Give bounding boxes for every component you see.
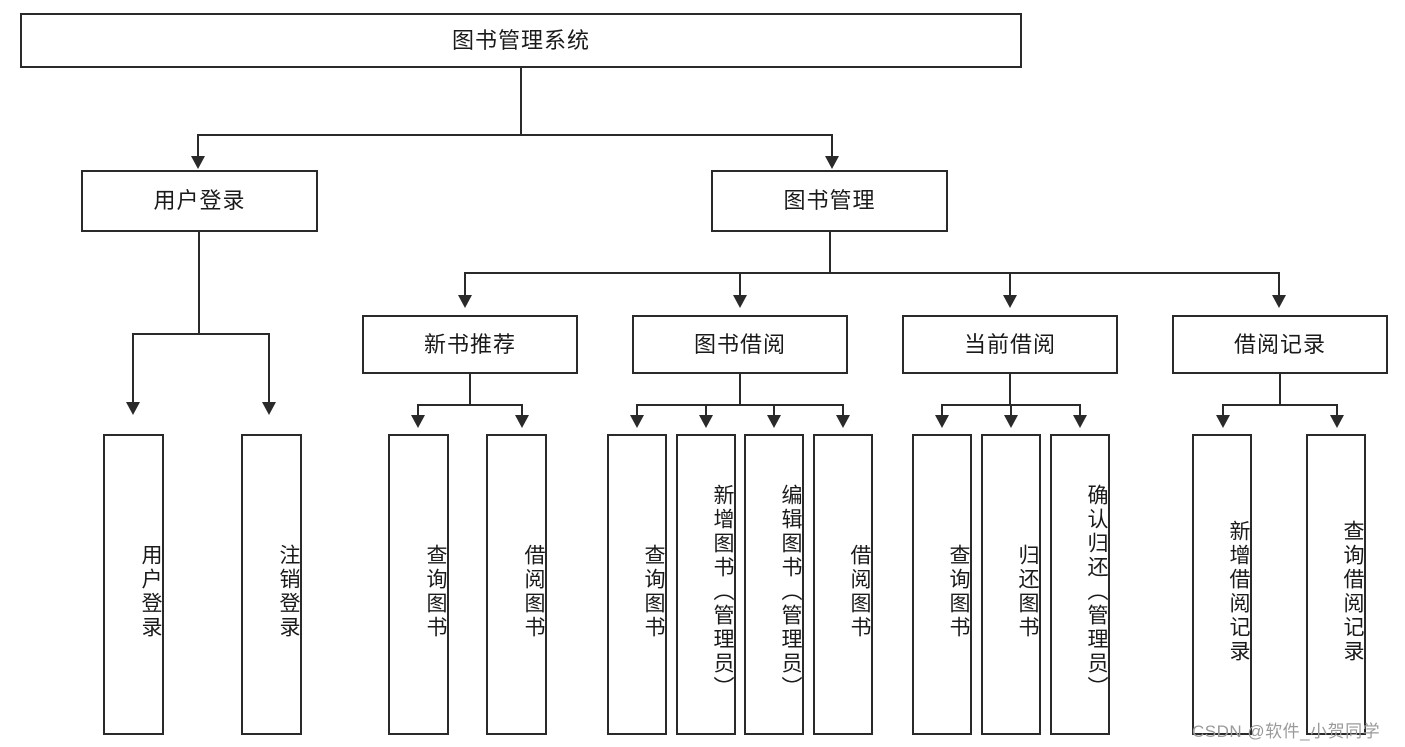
leaf-user-login-logout[interactable]: 注销登录 — [241, 434, 302, 735]
node-root-system[interactable]: 图书管理系统 — [20, 13, 1022, 68]
edge-new-book-to-leaf-2 — [521, 404, 523, 418]
edge-new-book-stem — [469, 374, 471, 406]
edge-borrow-record-to-leaf-1 — [1222, 404, 1224, 418]
edge-current-borrow-to-leaf-3 — [1079, 404, 1081, 418]
arrowhead-book-borrow-leaf-3 — [767, 415, 781, 428]
node-label: 用户登录 — [139, 543, 162, 640]
node-label: 确认归还（管理员） — [1085, 483, 1108, 700]
edge-book-borrow-stem — [739, 374, 741, 406]
edge-book-mgmt-to-current-borrow — [1009, 272, 1011, 298]
arrowhead-root-to-user-login — [191, 156, 205, 169]
node-label: 注销登录 — [277, 543, 300, 640]
edge-current-borrow-to-leaf-1 — [941, 404, 943, 418]
arrowhead-book-mgmt-new-book — [458, 295, 472, 308]
leaf-current-borrow-confirm-admin[interactable]: 确认归还（管理员） — [1050, 434, 1110, 735]
arrowhead-root-to-book-mgmt — [825, 156, 839, 169]
edge-root-to-book-mgmt — [831, 134, 833, 159]
arrowhead-book-borrow-leaf-2 — [699, 415, 713, 428]
node-label: 新增借阅记录 — [1227, 519, 1250, 664]
edge-book-borrow-to-leaf-4 — [842, 404, 844, 418]
edge-user-login-to-leaf-1 — [132, 333, 134, 405]
arrowhead-current-borrow-leaf-1 — [935, 415, 949, 428]
edge-user-login-bus — [132, 333, 268, 335]
edge-user-login-stem — [198, 232, 200, 335]
node-label: 借阅图书 — [522, 543, 545, 640]
leaf-user-login-login[interactable]: 用户登录 — [103, 434, 164, 735]
node-label: 用户登录 — [153, 188, 246, 214]
leaf-book-borrow-add-admin[interactable]: 新增图书（管理员） — [676, 434, 736, 735]
edge-book-borrow-bus — [636, 404, 844, 406]
edge-borrow-record-stem — [1279, 374, 1281, 406]
node-label: 新增图书（管理员） — [711, 483, 734, 700]
node-label: 图书管理系统 — [451, 27, 590, 53]
arrowhead-new-book-leaf-1 — [411, 415, 425, 428]
node-label: 编辑图书（管理员） — [779, 483, 802, 700]
edge-book-mgmt-to-new-book — [464, 272, 466, 298]
edge-new-book-bus — [417, 404, 523, 406]
leaf-borrow-record-add[interactable]: 新增借阅记录 — [1192, 434, 1252, 735]
leaf-new-book-query[interactable]: 查询图书 — [388, 434, 449, 735]
arrowhead-book-borrow-leaf-4 — [836, 415, 850, 428]
edge-root-bus — [197, 134, 833, 136]
leaf-book-borrow-borrow[interactable]: 借阅图书 — [813, 434, 873, 735]
leaf-book-borrow-query[interactable]: 查询图书 — [607, 434, 667, 735]
arrowhead-user-login-leaf-2 — [262, 402, 276, 415]
edge-book-mgmt-stem — [829, 232, 831, 274]
node-label: 查询借阅记录 — [1341, 519, 1364, 664]
edge-book-mgmt-to-borrow-record — [1278, 272, 1280, 298]
arrowhead-user-login-leaf-1 — [126, 402, 140, 415]
edge-borrow-record-to-leaf-2 — [1336, 404, 1338, 418]
edge-book-borrow-to-leaf-3 — [773, 404, 775, 418]
node-user-login[interactable]: 用户登录 — [81, 170, 318, 232]
arrowhead-book-mgmt-book-borrow — [733, 295, 747, 308]
edge-book-mgmt-bus — [464, 272, 1280, 274]
node-label: 归还图书 — [1016, 543, 1039, 640]
arrowhead-current-borrow-leaf-2 — [1004, 415, 1018, 428]
edge-root-to-user-login — [197, 134, 199, 159]
node-current-borrow[interactable]: 当前借阅 — [902, 315, 1118, 374]
edge-book-borrow-to-leaf-1 — [636, 404, 638, 418]
node-label: 新书推荐 — [423, 331, 516, 357]
node-label: 查询图书 — [947, 543, 970, 640]
arrowhead-book-mgmt-current-borrow — [1003, 295, 1017, 308]
leaf-current-borrow-query[interactable]: 查询图书 — [912, 434, 972, 735]
arrowhead-new-book-leaf-2 — [515, 415, 529, 428]
node-label: 查询图书 — [424, 543, 447, 640]
edge-book-borrow-to-leaf-2 — [705, 404, 707, 418]
edge-current-borrow-to-leaf-2 — [1010, 404, 1012, 418]
node-book-borrow[interactable]: 图书借阅 — [632, 315, 848, 374]
arrowhead-book-borrow-leaf-1 — [630, 415, 644, 428]
edge-new-book-to-leaf-1 — [417, 404, 419, 418]
edge-borrow-record-bus — [1222, 404, 1338, 406]
node-book-management[interactable]: 图书管理 — [711, 170, 948, 232]
node-label: 图书管理 — [783, 188, 876, 214]
node-label: 借阅记录 — [1233, 331, 1326, 357]
edge-current-borrow-stem — [1009, 374, 1011, 406]
node-label: 图书借阅 — [693, 331, 786, 357]
arrowhead-borrow-record-leaf-2 — [1330, 415, 1344, 428]
arrowhead-book-mgmt-borrow-record — [1272, 295, 1286, 308]
leaf-book-borrow-edit-admin[interactable]: 编辑图书（管理员） — [744, 434, 804, 735]
leaf-borrow-record-query[interactable]: 查询借阅记录 — [1306, 434, 1366, 735]
edge-book-mgmt-to-book-borrow — [739, 272, 741, 298]
node-label: 借阅图书 — [848, 543, 871, 640]
node-new-book-recommend[interactable]: 新书推荐 — [362, 315, 578, 374]
node-label: 查询图书 — [642, 543, 665, 640]
node-label: 当前借阅 — [963, 331, 1056, 357]
leaf-new-book-borrow[interactable]: 借阅图书 — [486, 434, 547, 735]
edge-user-login-to-leaf-2 — [268, 333, 270, 405]
leaf-current-borrow-return[interactable]: 归还图书 — [981, 434, 1041, 735]
edge-root-stem — [520, 68, 522, 136]
node-borrow-record[interactable]: 借阅记录 — [1172, 315, 1388, 374]
arrowhead-borrow-record-leaf-1 — [1216, 415, 1230, 428]
arrowhead-current-borrow-leaf-3 — [1073, 415, 1087, 428]
